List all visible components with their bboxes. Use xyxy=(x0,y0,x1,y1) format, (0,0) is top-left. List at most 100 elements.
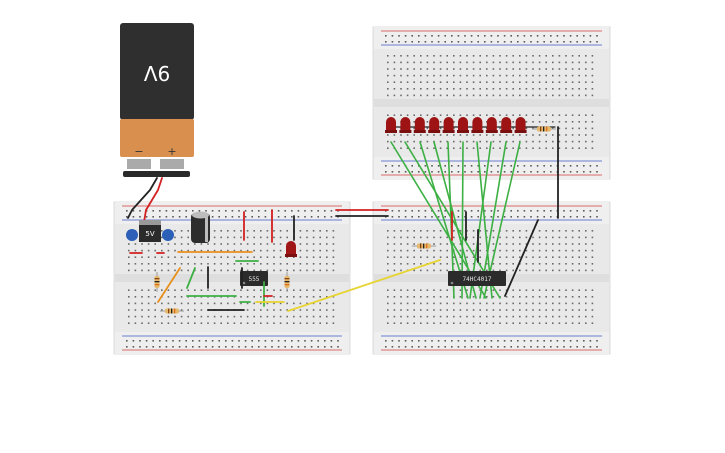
terminal-hole xyxy=(426,68,429,70)
terminal-hole xyxy=(240,249,242,252)
terminal-hole xyxy=(552,230,554,232)
capacitor-ceramic-2[interactable] xyxy=(162,229,174,241)
wire-yellow-bridge[interactable] xyxy=(287,259,441,312)
terminal-hole xyxy=(578,236,580,239)
rail-hole xyxy=(291,340,293,342)
terminal-hole xyxy=(591,68,594,70)
rail-hole xyxy=(490,171,493,173)
terminal-hole xyxy=(552,121,554,123)
terminal-hole xyxy=(578,289,580,291)
terminal-hole xyxy=(558,140,561,143)
terminal-hole xyxy=(174,296,176,298)
ic-74hc4017[interactable]: 74HC4017 xyxy=(448,271,506,286)
terminal-hole xyxy=(406,322,409,324)
terminal-hole xyxy=(220,302,222,305)
terminal-hole xyxy=(161,256,163,258)
terminal-hole xyxy=(512,289,514,291)
terminal-hole xyxy=(565,81,567,83)
terminal-hole xyxy=(319,322,321,324)
red-led-10[interactable] xyxy=(514,117,527,133)
terminal-hole xyxy=(466,302,468,305)
terminal-hole xyxy=(413,256,415,258)
red-led-2[interactable] xyxy=(399,117,412,133)
resistor-left-2[interactable] xyxy=(284,272,290,292)
battery-wire-black[interactable] xyxy=(127,177,158,219)
terminal-hole xyxy=(279,309,282,311)
terminal-hole xyxy=(571,263,574,265)
terminal-hole xyxy=(479,302,481,305)
red-led-6[interactable] xyxy=(457,117,469,133)
red-led-5[interactable] xyxy=(442,117,455,133)
rail-hole xyxy=(490,340,493,342)
terminal-hole xyxy=(552,315,554,318)
terminal-hole xyxy=(499,61,501,64)
rail-hole xyxy=(497,171,499,173)
terminal-hole xyxy=(532,315,534,318)
resistor-left-2-band xyxy=(284,281,290,283)
terminal-hole xyxy=(393,94,396,97)
terminal-hole xyxy=(525,127,528,130)
terminal-hole xyxy=(505,263,508,265)
rail-hole xyxy=(523,346,526,348)
resistor-right-1[interactable] xyxy=(412,243,436,249)
rail-hole xyxy=(444,346,446,348)
red-led-9[interactable] xyxy=(500,117,513,133)
terminal-hole xyxy=(446,243,448,245)
rail-hole xyxy=(418,340,420,342)
rail-hole xyxy=(404,210,407,212)
red-led-8[interactable] xyxy=(485,117,498,133)
red-led-3[interactable] xyxy=(413,117,426,133)
resistor-left-3[interactable] xyxy=(160,308,184,314)
terminal-hole xyxy=(253,236,255,239)
terminal-hole xyxy=(286,322,288,324)
capacitor-ceramic-1[interactable] xyxy=(126,229,138,241)
terminal-hole xyxy=(585,81,587,83)
wire-black-right-3[interactable] xyxy=(504,219,539,297)
terminal-hole xyxy=(260,289,262,291)
terminal-hole xyxy=(519,296,521,298)
rail-hole xyxy=(457,41,460,43)
red-led-body xyxy=(443,117,454,131)
terminal-hole xyxy=(512,309,514,311)
terminal-hole xyxy=(413,134,415,136)
terminal-hole xyxy=(167,289,170,291)
rail-hole xyxy=(424,171,427,173)
terminal-hole xyxy=(433,114,435,116)
resistor-top-1[interactable] xyxy=(532,126,556,132)
red-led-left[interactable] xyxy=(285,241,297,257)
terminal-hole xyxy=(565,140,567,143)
terminal-hole xyxy=(591,309,594,311)
voltage-regulator[interactable]: 5V xyxy=(126,220,174,242)
rail-hole xyxy=(576,35,578,37)
terminal-hole xyxy=(538,236,541,239)
rail-hole xyxy=(569,216,572,218)
terminal-hole xyxy=(466,134,468,136)
rail-hole xyxy=(556,340,559,342)
rail-hole xyxy=(284,346,286,348)
terminal-hole xyxy=(459,322,462,324)
rail-hole xyxy=(569,35,572,37)
rail-hole xyxy=(569,340,572,342)
rail-hole xyxy=(550,340,552,342)
red-led-4[interactable] xyxy=(428,117,441,133)
red-led-1[interactable] xyxy=(385,117,397,133)
terminal-hole xyxy=(213,256,216,258)
ic-555[interactable]: 555 xyxy=(240,271,268,286)
breadboard-left[interactable] xyxy=(113,201,351,355)
terminal-hole xyxy=(167,302,170,305)
rail-hole xyxy=(556,41,559,43)
wire-orange-left-2[interactable] xyxy=(157,267,181,303)
resistor-left-1[interactable] xyxy=(154,272,160,292)
breadboard-top[interactable] xyxy=(372,26,611,180)
rail-hole xyxy=(550,41,552,43)
terminal-hole xyxy=(459,88,462,90)
battery-wire-red[interactable] xyxy=(143,177,163,223)
terminal-hole xyxy=(585,140,587,143)
terminal-hole xyxy=(565,94,567,97)
electrolytic-capacitor[interactable] xyxy=(191,211,210,244)
wire-green-left-2[interactable] xyxy=(186,267,196,289)
terminal-hole xyxy=(240,269,242,272)
battery-9v[interactable]: 9V − + xyxy=(120,23,194,177)
red-led-7[interactable] xyxy=(471,117,484,133)
terminal-hole xyxy=(512,249,514,252)
